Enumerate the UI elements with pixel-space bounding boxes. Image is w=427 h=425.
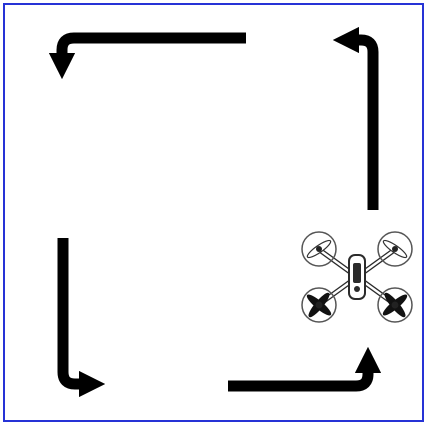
- arrow-left-down-icon: [62, 38, 246, 66]
- arrow-down-right-icon: [63, 238, 92, 384]
- quadcopter-drone-icon: [302, 232, 412, 322]
- arrow-up-left-icon: [346, 40, 373, 210]
- arrow-right-up-icon: [228, 360, 368, 386]
